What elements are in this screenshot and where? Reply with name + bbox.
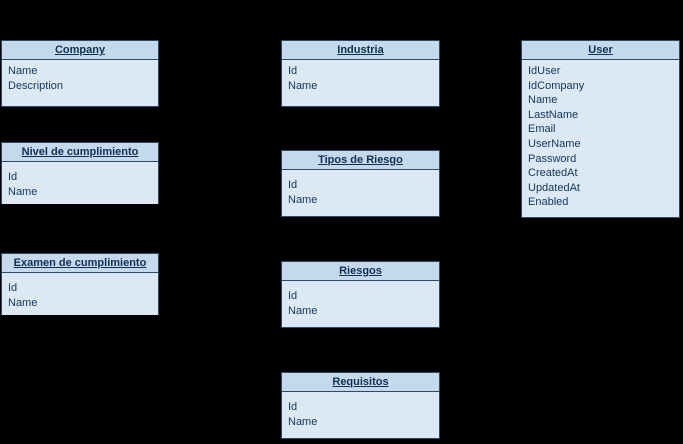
entity-tipos-de-riesgo[interactable]: Tipos de Riesgo Id Name: [281, 150, 440, 217]
entity-attribute: IdCompany: [528, 79, 585, 92]
entity-attribute: IdUser: [528, 65, 561, 77]
entity-attribute: Id: [288, 290, 298, 302]
entity-user[interactable]: User IdUser IdCompany Name LastName Emai…: [521, 40, 680, 218]
entity-attribute-list: Id Name: [2, 273, 158, 316]
entity-attribute: Name: [288, 193, 318, 206]
entity-attribute: Id: [8, 282, 18, 294]
entity-riesgos[interactable]: Riesgos Id Name: [281, 261, 440, 328]
entity-attribute: Id: [288, 65, 298, 77]
entity-requisitos[interactable]: Requisitos Id Name: [281, 372, 440, 439]
entity-attribute: Name: [528, 94, 558, 107]
entity-examen-de-cumplimiento[interactable]: Examen de cumplimiento Id Name: [1, 253, 159, 316]
entity-title: Tipos de Riesgo: [282, 151, 439, 170]
entity-attribute: Name: [288, 415, 318, 428]
entity-title: Riesgos: [282, 262, 439, 281]
entity-attribute: LastName: [528, 108, 579, 121]
entity-attribute-list: Id Name: [282, 60, 439, 99]
entity-company[interactable]: Company Name Description: [1, 40, 159, 107]
entity-attribute: Password: [528, 152, 577, 165]
entity-attribute: Id: [8, 171, 18, 183]
entity-title: Examen de cumplimiento: [2, 254, 158, 273]
entity-attribute-list: Id Name: [282, 392, 439, 435]
entity-title: Company: [2, 41, 158, 60]
entity-industria[interactable]: Industria Id Name: [281, 40, 440, 107]
entity-attribute: Name: [288, 79, 318, 92]
entity-nivel-de-cumplimiento[interactable]: Nivel de cumplimiento Id Name: [1, 142, 159, 205]
entity-attribute-list: Id Name: [282, 281, 439, 324]
entity-attribute: Enabled: [528, 196, 569, 209]
entity-attribute: Name: [8, 296, 38, 309]
entity-attribute-list: Id Name: [2, 162, 158, 205]
entity-title: Industria: [282, 41, 439, 60]
entity-attribute-list: Name Description: [2, 60, 158, 99]
entity-title: Nivel de cumplimiento: [2, 143, 158, 162]
entity-attribute: Name: [8, 185, 38, 198]
entity-attribute: Name: [8, 65, 38, 77]
entity-attribute: CreatedAt: [528, 167, 578, 180]
entity-title: User: [522, 41, 679, 60]
entity-attribute: UserName: [528, 137, 581, 150]
entity-attribute: Id: [288, 401, 298, 413]
entity-attribute: Description: [8, 79, 64, 92]
entity-title: Requisitos: [282, 373, 439, 392]
entity-attribute: Id: [288, 179, 298, 191]
entity-attribute-list: Id Name: [282, 170, 439, 213]
entity-attribute: Email: [528, 123, 556, 136]
entity-attribute: UpdatedAt: [528, 181, 580, 194]
entity-attribute-list: IdUser IdCompany Name LastName Email Use…: [522, 60, 679, 215]
entity-attribute: Name: [288, 304, 318, 317]
